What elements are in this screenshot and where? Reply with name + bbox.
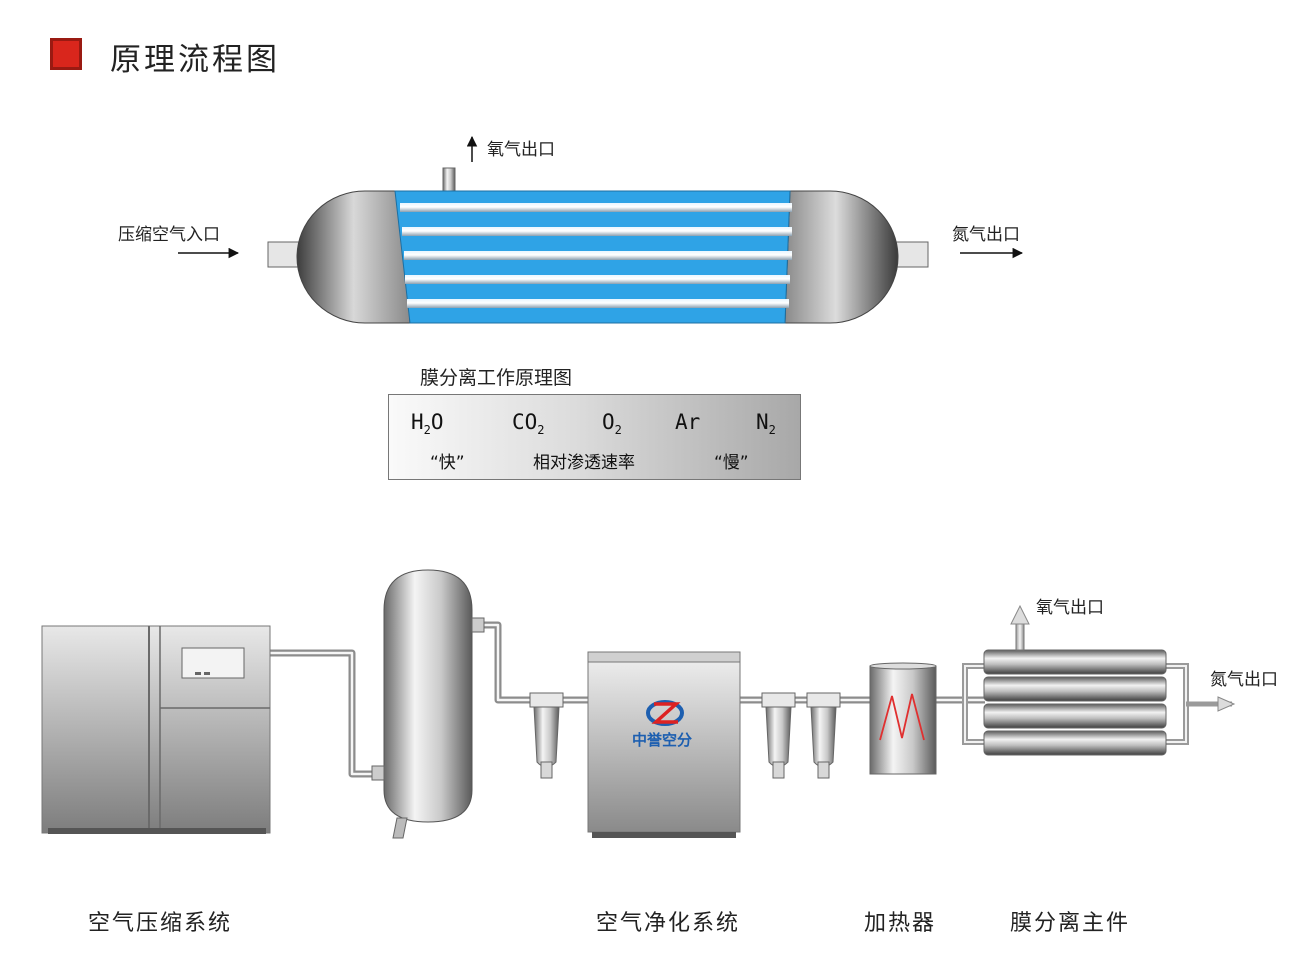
oxygen-outlet-label: 氧气出口 xyxy=(487,140,555,160)
flow-oxygen-outlet-label: 氧气出口 xyxy=(1036,598,1104,618)
purification-system-label: 空气净化系统 xyxy=(596,911,741,936)
zy-logo-icon xyxy=(646,700,684,726)
membrane-caption: 膜分离工作原理图 xyxy=(420,367,573,389)
filter-3 xyxy=(806,692,841,779)
gas-o2: O2 xyxy=(602,410,622,438)
right-cap xyxy=(784,190,899,324)
gas-ar: Ar xyxy=(675,410,701,434)
relative-rate-label: 相对渗透速率 xyxy=(533,453,635,473)
nitrogen-outlet-label: 氮气出口 xyxy=(952,225,1020,245)
air-compressor xyxy=(41,625,271,834)
slow-label: “慢” xyxy=(714,453,749,473)
heater xyxy=(869,662,937,775)
gas-co2: CO2 xyxy=(512,410,545,438)
oxygen-port xyxy=(442,167,456,195)
compressor-system-label: 空气压缩系统 xyxy=(88,911,233,936)
gas-h2o: H2O xyxy=(411,410,444,438)
membrane-vessel xyxy=(267,167,929,324)
brand-logo-text: 中誉空分 xyxy=(632,731,693,749)
purifier-cabinet xyxy=(587,651,741,838)
permeation-rate-panel xyxy=(388,394,801,480)
heater-label: 加热器 xyxy=(864,911,937,936)
hollow-fibers xyxy=(400,203,792,308)
buffer-tank xyxy=(371,569,485,839)
filter-2 xyxy=(761,692,796,779)
membrane-unit-label: 膜分离主件 xyxy=(1010,911,1131,936)
air-inlet-label: 压缩空气入口 xyxy=(118,225,220,245)
flow-nitrogen-outlet-label: 氮气出口 xyxy=(1210,670,1278,690)
left-cap xyxy=(296,190,411,324)
membrane-unit xyxy=(962,604,1236,756)
title-square-icon xyxy=(50,38,82,70)
control-panel xyxy=(181,647,245,679)
filter-1 xyxy=(529,692,564,779)
fast-label: “快” xyxy=(430,453,465,473)
gas-n2: N2 xyxy=(756,410,776,438)
page-title: 原理流程图 xyxy=(110,42,280,78)
